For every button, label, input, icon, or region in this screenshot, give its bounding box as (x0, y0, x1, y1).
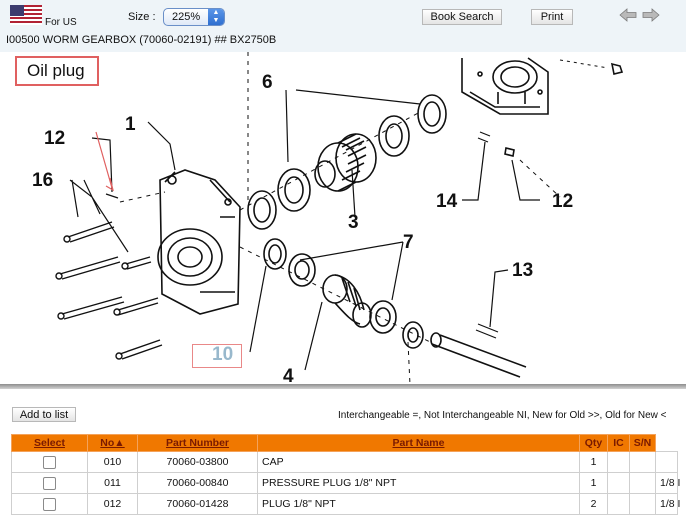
arrow-left-icon[interactable] (619, 8, 637, 22)
svg-text:16: 16 (32, 170, 53, 191)
table-row[interactable]: 010 70060-03800 CAP 1 (11, 451, 678, 473)
sn-cell (629, 451, 656, 473)
interchangeable-legend: Interchangeable =, Not Interchangeable N… (338, 410, 667, 421)
part-name-cell: CAP (257, 451, 580, 473)
qty-cell: 1 (579, 472, 608, 494)
arrow-right-icon[interactable] (642, 8, 660, 22)
leader-lines (69, 89, 540, 371)
nut-part (610, 62, 624, 75)
extra-cell: 1/8 I (655, 472, 680, 494)
qty-cell: 2 (579, 493, 608, 515)
ic-cell (607, 451, 630, 473)
column-extra (655, 434, 678, 452)
no-cell: 010 (87, 451, 138, 473)
size-value: 225% (172, 11, 201, 23)
column-part-name[interactable]: Part Name (257, 434, 580, 452)
bolts-group (55, 221, 163, 360)
highlight-box-10[interactable] (192, 344, 242, 368)
svg-text:12: 12 (44, 128, 65, 149)
svg-text:7: 7 (403, 232, 414, 253)
top-bar: For US Size : 225% ▲▼ Book Search Print … (0, 0, 686, 52)
ic-cell (607, 493, 630, 515)
region-label: For US (45, 17, 77, 28)
svg-text:10: 10 (212, 344, 233, 365)
part-number-cell: 70060-01428 (137, 493, 258, 515)
no-cell: 012 (87, 493, 138, 515)
shaft-part (430, 323, 527, 378)
add-to-list-button[interactable]: Add to list (12, 407, 76, 422)
print-button[interactable]: Print (531, 9, 573, 25)
ic-cell (607, 472, 630, 494)
size-select[interactable]: 225% ▲▼ (163, 8, 225, 26)
svg-text:13: 13 (512, 260, 533, 281)
housing-upper-right (461, 57, 549, 115)
oil-plug-callout: Oil plug (15, 56, 99, 86)
column-select[interactable]: Select (11, 434, 88, 452)
extra-cell (655, 451, 678, 473)
column-ic: IC (607, 434, 630, 452)
seals-group (247, 94, 447, 230)
svg-text:14: 14 (436, 191, 458, 212)
parts-table: Select No▲ Part Number Part Name Qty IC … (11, 434, 680, 515)
extra-cell: 1/8 I (655, 493, 680, 515)
callout-numbers: 1 12 16 6 3 7 4 14 12 13 10 (32, 72, 573, 387)
svg-text:4: 4 (283, 366, 294, 387)
sn-cell (629, 493, 656, 515)
washers-group (263, 238, 424, 349)
exploded-view-drawing: 1 12 16 6 3 7 4 14 12 13 10 (32, 52, 624, 387)
gear-part (314, 133, 377, 192)
size-label: Size : (128, 11, 156, 23)
column-qty: Qty (579, 434, 608, 452)
assembly-lines (119, 52, 561, 386)
table-row[interactable]: 011 70060-00840 PRESSURE PLUG 1/8" NPT 1… (11, 472, 680, 494)
sn-cell (629, 472, 656, 494)
table-row[interactable]: 012 70060-01428 PLUG 1/8" NPT 2 1/8 I (11, 493, 680, 515)
us-flag-icon (10, 5, 42, 25)
part-name-cell: PLUG 1/8" NPT (257, 493, 580, 515)
row-checkbox[interactable] (43, 455, 56, 469)
parts-panel: Add to list Interchangeable =, Not Inter… (0, 389, 686, 520)
svg-text:3: 3 (348, 212, 359, 233)
svg-text:6: 6 (262, 72, 273, 93)
table-header-row: Select No▲ Part Number Part Name Qty IC … (11, 434, 678, 452)
column-sn: S/N (629, 434, 656, 452)
panel-divider[interactable] (0, 384, 686, 389)
worm-part (322, 274, 372, 328)
svg-text:1: 1 (125, 114, 136, 135)
select-arrows-icon: ▲▼ (208, 9, 224, 25)
part-name-cell: PRESSURE PLUG 1/8" NPT (257, 472, 580, 494)
row-checkbox[interactable] (43, 497, 56, 511)
qty-cell: 1 (579, 451, 608, 473)
select-cell (11, 451, 88, 473)
select-cell (11, 472, 88, 494)
parts-diagram: 1 12 16 6 3 7 4 14 12 13 10 Oil plug (0, 52, 686, 387)
no-cell: 011 (87, 472, 138, 494)
row-checkbox[interactable] (43, 476, 56, 490)
page-title: I00500 WORM GEARBOX (70060-02191) ## BX2… (6, 34, 277, 46)
svg-text:12: 12 (552, 191, 573, 212)
column-no[interactable]: No▲ (87, 434, 138, 452)
book-search-button[interactable]: Book Search (422, 9, 502, 25)
column-part-number[interactable]: Part Number (137, 434, 258, 452)
part-number-cell: 70060-03800 (137, 451, 258, 473)
gearbox-body (157, 169, 241, 315)
part-number-cell: 70060-00840 (137, 472, 258, 494)
select-cell (11, 493, 88, 515)
